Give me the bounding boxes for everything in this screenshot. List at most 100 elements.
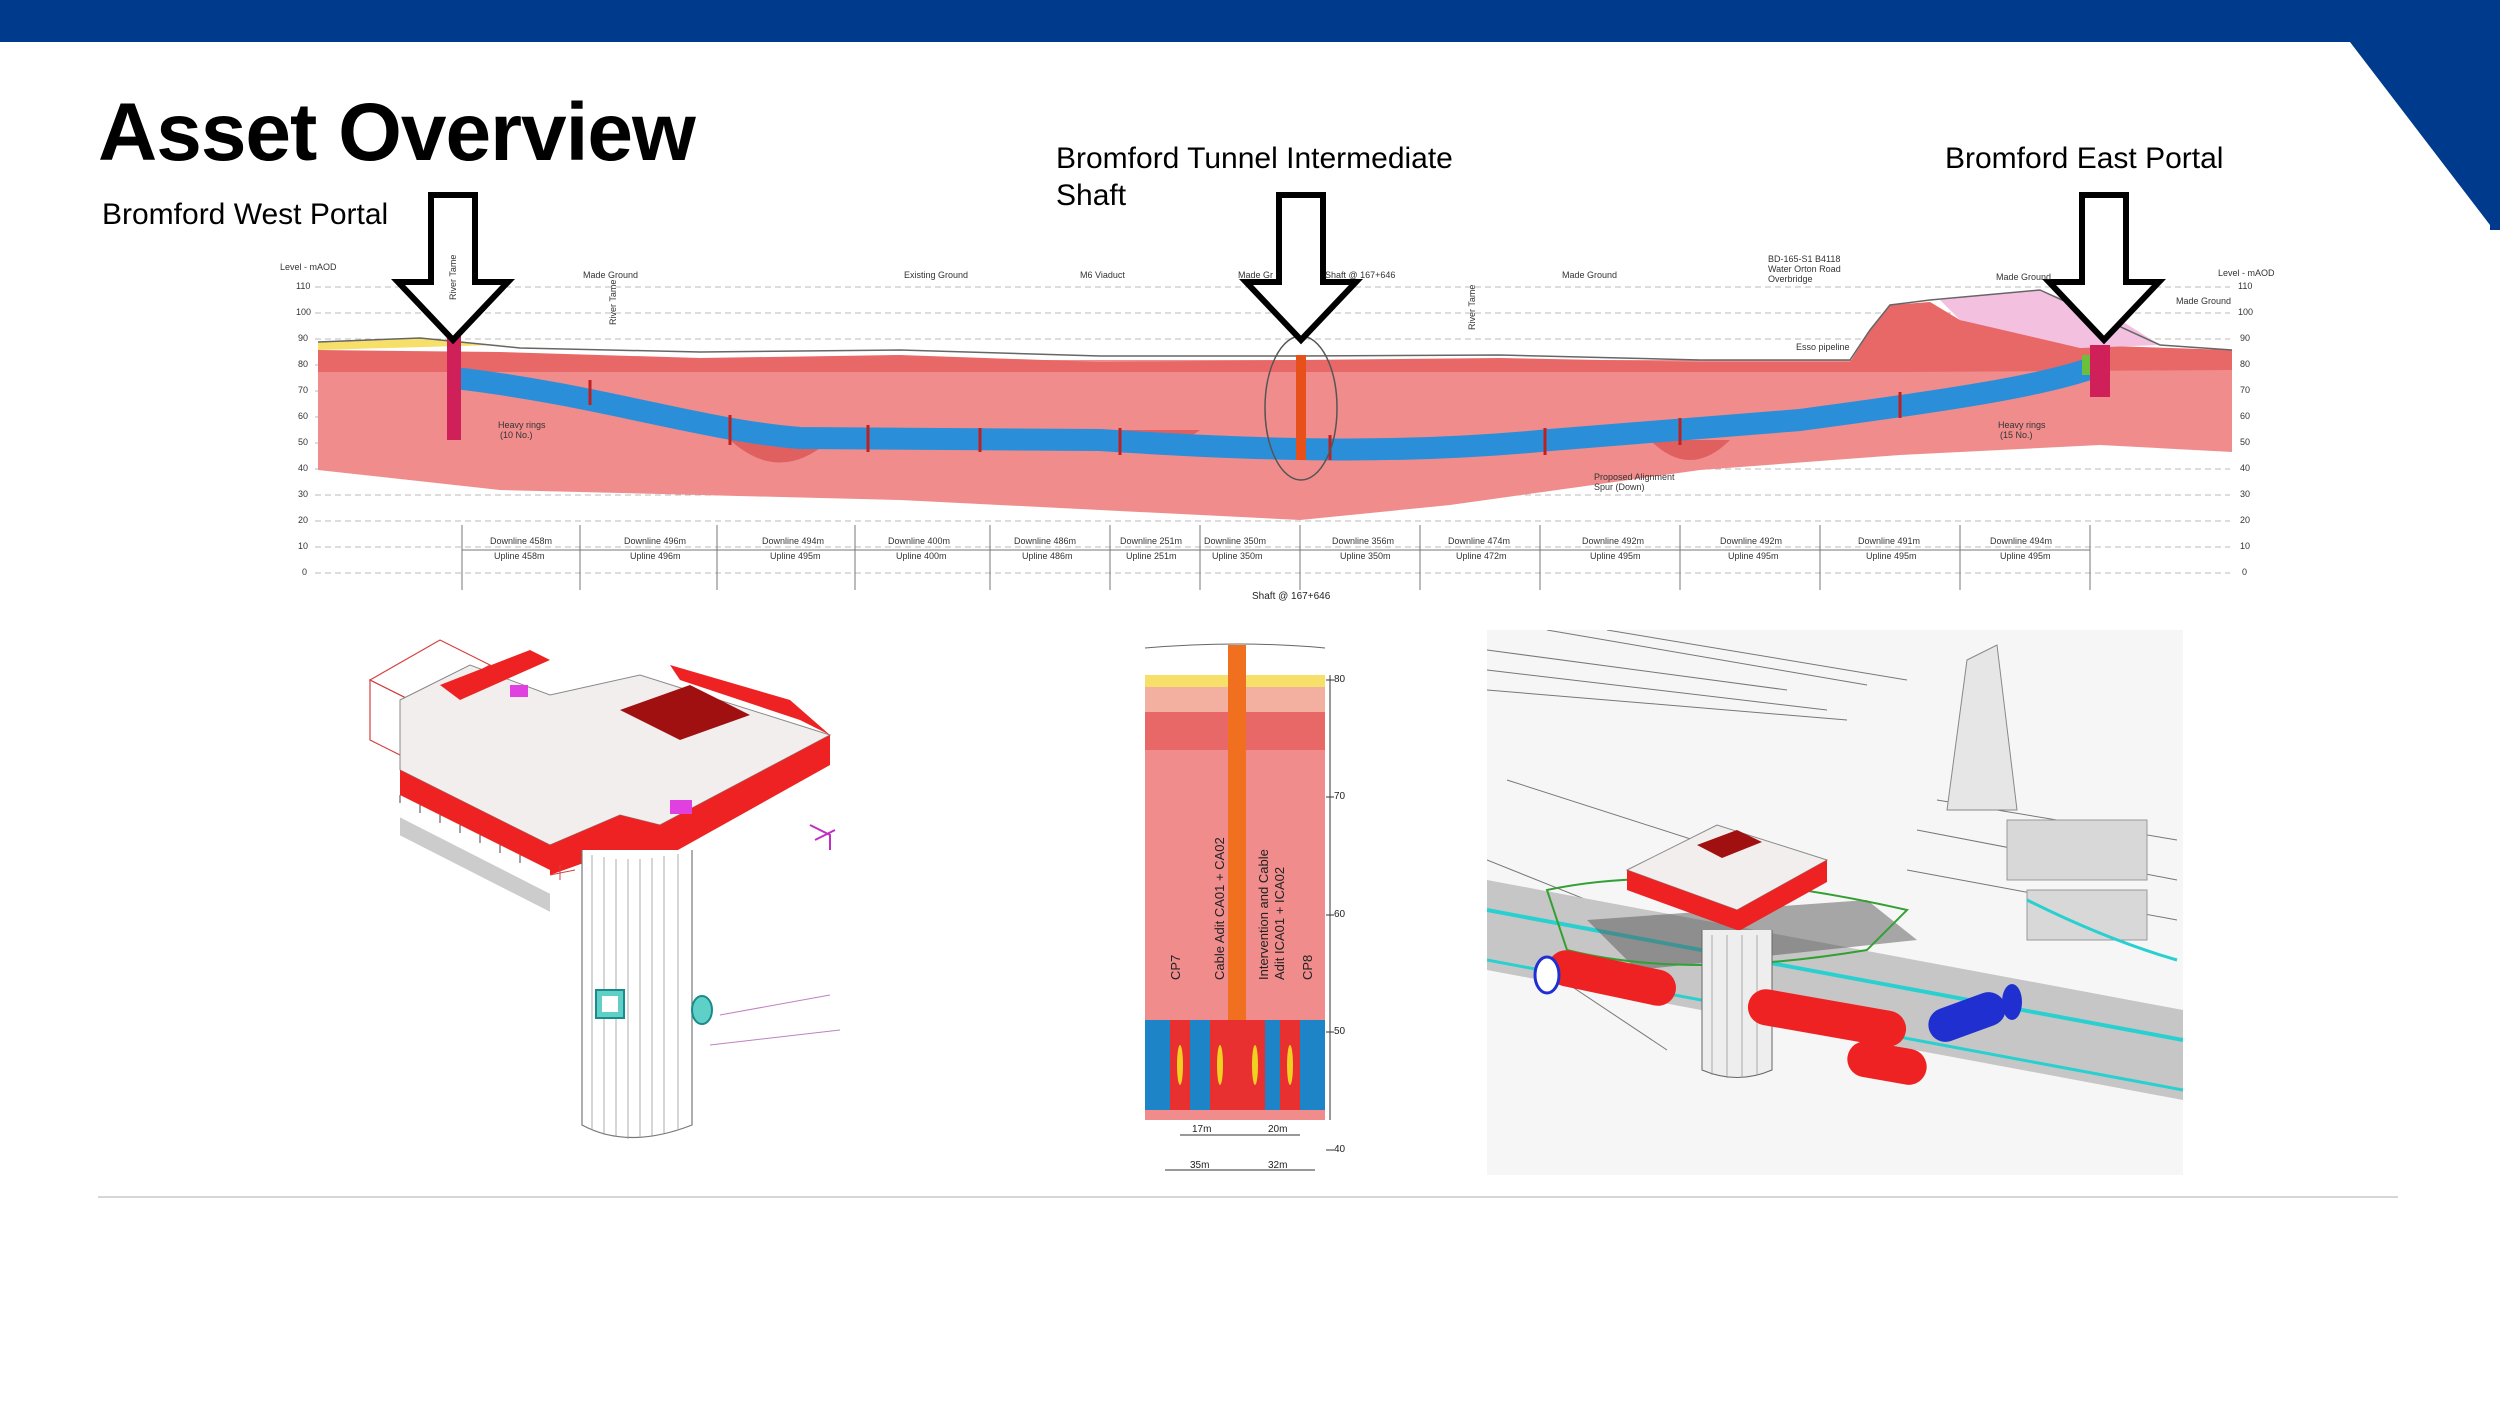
segment-upline: Upline 495m bbox=[1866, 551, 1917, 561]
level-tick-right: 60 bbox=[2240, 411, 2251, 421]
shaft-level-tick: 60 bbox=[1334, 909, 1346, 920]
level-tick-right: 70 bbox=[2240, 385, 2251, 395]
segment-upline: Upline 496m bbox=[630, 551, 681, 561]
shaft-cylinder bbox=[581, 850, 693, 1138]
heavy-rings-note: Heavy rings bbox=[498, 420, 546, 430]
cable-adit-label: Cable Adit CA01 + CA02 bbox=[1212, 837, 1227, 980]
level-axis-title-right: Level - mAOD bbox=[2218, 268, 2275, 278]
heavy-rings-note: (10 No.) bbox=[500, 430, 533, 440]
segment-upline: Upline 495m bbox=[2000, 551, 2051, 561]
made-ground-note: Made Ground bbox=[1562, 270, 1618, 280]
intervention-label: Adit ICA01 + ICA02 bbox=[1272, 866, 1287, 980]
shaft-label-line1: Bromford Tunnel Intermediate bbox=[1056, 142, 1453, 175]
shaft-header-note: Shaft @ 167+646 bbox=[1252, 591, 1331, 602]
level-tick-right: 20 bbox=[2240, 515, 2251, 525]
corner-accent bbox=[2340, 0, 2500, 230]
segment-downline: Downline 491m bbox=[1858, 536, 1921, 546]
segment-upline: Upline 458m bbox=[494, 551, 545, 561]
dimension-label: 32m bbox=[1268, 1160, 1288, 1171]
headhouse-3d-model bbox=[368, 639, 841, 1139]
made-ground-note: Made Ground bbox=[2176, 296, 2232, 306]
heavy-rings-note: Heavy rings bbox=[1998, 420, 2046, 430]
level-tick-right: 100 bbox=[2238, 307, 2254, 317]
level-axis-title-left: Level - mAOD bbox=[280, 262, 337, 272]
level-tick-right: 40 bbox=[2240, 463, 2251, 473]
dimension-label: 35m bbox=[1190, 1160, 1210, 1171]
level-tick: 40 bbox=[298, 463, 309, 473]
segment-downline: Downline 251m bbox=[1120, 536, 1183, 546]
shaft-arrow-icon bbox=[1239, 192, 1363, 345]
site-shaft-cylinder bbox=[1701, 930, 1773, 1078]
segment-downline: Downline 474m bbox=[1448, 536, 1511, 546]
level-tick: 10 bbox=[298, 541, 309, 551]
level-tick: 30 bbox=[298, 489, 309, 499]
level-tick: 20 bbox=[298, 515, 309, 525]
level-tick: 0 bbox=[302, 567, 308, 577]
segment-downline: Downline 494m bbox=[1990, 536, 2053, 546]
existing-ground-line bbox=[317, 289, 2233, 361]
segment-downline: Downline 492m bbox=[1720, 536, 1783, 546]
segment-downline: Downline 486m bbox=[1014, 536, 1077, 546]
esso-pipeline-note: Esso pipeline bbox=[1796, 342, 1850, 352]
segment-downline: Downline 356m bbox=[1332, 536, 1395, 546]
level-tick: 80 bbox=[298, 359, 309, 369]
spur-note: Proposed Alignment bbox=[1594, 472, 1675, 482]
level-tick: 60 bbox=[298, 411, 309, 421]
shaft-note: Shaft @ 167+646 bbox=[1325, 270, 1396, 280]
level-tick-right: 0 bbox=[2242, 567, 2248, 577]
segment-downline: Downline 458m bbox=[490, 536, 553, 546]
level-tick-right: 50 bbox=[2240, 437, 2251, 447]
west-portal-label: Bromford West Portal bbox=[102, 198, 389, 231]
m6-viaduct-note: M6 Viaduct bbox=[1080, 270, 1125, 280]
segment-downline: Downline 400m bbox=[888, 536, 951, 546]
level-tick: 90 bbox=[298, 333, 309, 343]
made-ground-note: Made Gr bbox=[1238, 270, 1274, 280]
segment-upline: Upline 251m bbox=[1126, 551, 1177, 561]
level-tick-right: 80 bbox=[2240, 359, 2251, 369]
footer-divider bbox=[98, 1196, 2398, 1198]
level-tick-right: 110 bbox=[2238, 281, 2253, 291]
segment-downline: Downline 496m bbox=[624, 536, 687, 546]
overbridge-note: BD-165-S1 B4118 bbox=[1768, 254, 1841, 264]
level-tick-right: 30 bbox=[2240, 489, 2251, 499]
shaft-label-line2: Shaft bbox=[1056, 179, 1127, 212]
segment-upline: Upline 350m bbox=[1212, 551, 1263, 561]
top-banner bbox=[0, 0, 2500, 42]
site-3d-render bbox=[1487, 630, 2183, 1175]
made-ground-note: Made Ground bbox=[1996, 272, 2052, 282]
dimension-label: 17m bbox=[1192, 1124, 1212, 1135]
shaft-cross-section bbox=[1144, 643, 1334, 1171]
dimension-label: 20m bbox=[1268, 1124, 1288, 1135]
level-tick: 100 bbox=[296, 307, 312, 317]
level-tick-right: 10 bbox=[2240, 541, 2251, 551]
shaft-level-tick: 80 bbox=[1334, 674, 1346, 685]
east-portal-label: Bromford East Portal bbox=[1945, 142, 2224, 175]
level-tick-right: 90 bbox=[2240, 333, 2251, 343]
shaft-level-tick: 50 bbox=[1334, 1026, 1346, 1037]
segment-downline: Downline 494m bbox=[762, 536, 825, 546]
segment-upline: Upline 350m bbox=[1340, 551, 1391, 561]
cp7-label: CP7 bbox=[1168, 954, 1183, 980]
west-portal-structure bbox=[447, 330, 461, 440]
overbridge-note: Water Orton Road bbox=[1768, 264, 1841, 274]
cp8-label: CP8 bbox=[1300, 954, 1315, 980]
west-portal-arrow-icon bbox=[391, 192, 515, 345]
shaft-level-tick: 70 bbox=[1334, 791, 1346, 802]
page-title: Asset Overview bbox=[98, 87, 696, 178]
segment-upline: Upline 486m bbox=[1022, 551, 1073, 561]
shaft-column bbox=[1228, 645, 1246, 1110]
level-tick: 50 bbox=[298, 437, 309, 447]
intermediate-shaft-structure bbox=[1296, 355, 1306, 460]
shaft-level-tick: 40 bbox=[1334, 1144, 1346, 1155]
intervention-label: Intervention and Cable bbox=[1256, 849, 1271, 980]
segment-upline: Upline 495m bbox=[1590, 551, 1641, 561]
segment-downline: Downline 492m bbox=[1582, 536, 1645, 546]
spur-note: Spur (Down) bbox=[1594, 482, 1645, 492]
segment-downline: Downline 350m bbox=[1204, 536, 1267, 546]
segment-upline: Upline 472m bbox=[1456, 551, 1507, 561]
made-ground-note: Made Ground bbox=[583, 270, 639, 280]
segment-upline: Upline 495m bbox=[770, 551, 821, 561]
